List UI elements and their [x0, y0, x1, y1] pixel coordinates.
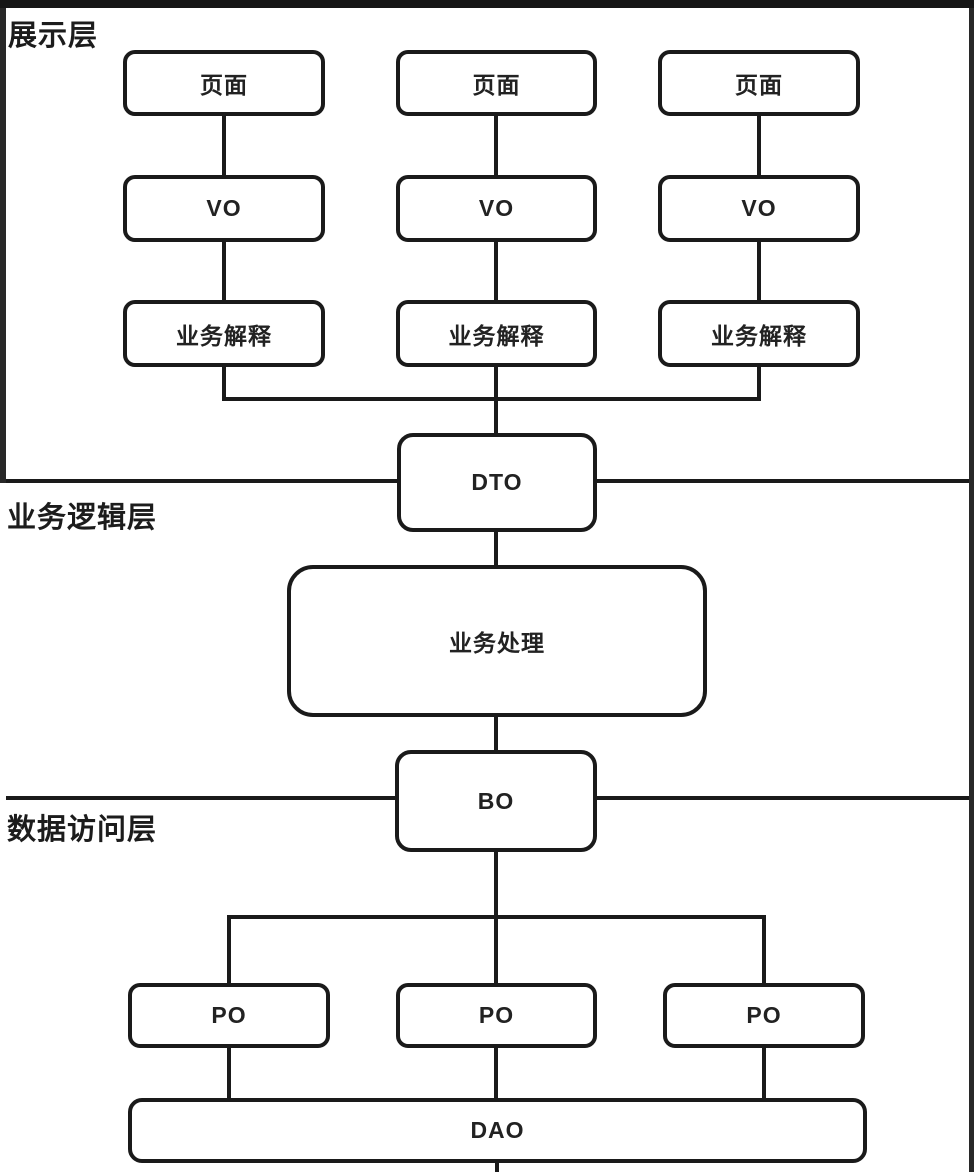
connector-po3-dao — [762, 1046, 766, 1100]
connector-vo1-interp1 — [222, 240, 226, 302]
connector-po2-dao — [494, 1046, 498, 1100]
bus-bo-to-po — [227, 915, 766, 919]
frame-right-edge — [969, 8, 974, 1172]
layer-label-data-access: 数据访问层 — [7, 814, 158, 846]
node-business-interpretation-3: 业务解释 — [658, 300, 860, 367]
connector-page2-vo2 — [494, 114, 498, 177]
frame-left-edge — [0, 8, 6, 483]
connector-processing-bo — [494, 715, 498, 752]
node-dao: DAO — [128, 1098, 867, 1163]
connector-interp3-bus — [757, 365, 761, 401]
node-po-3: PO — [663, 983, 865, 1048]
connector-page3-vo3 — [757, 114, 761, 177]
connector-dto-processing — [494, 530, 498, 567]
node-business-interpretation-2: 业务解释 — [396, 300, 597, 367]
node-business-interpretation-1: 业务解释 — [123, 300, 325, 367]
frame-top-edge — [0, 0, 974, 8]
layer-label-presentation: 展示层 — [8, 20, 99, 52]
layer-label-business-logic: 业务逻辑层 — [7, 502, 158, 534]
node-po-1: PO — [128, 983, 330, 1048]
connector-bus-po1 — [227, 915, 231, 985]
node-vo-1: VO — [123, 175, 325, 242]
node-page-1: 页面 — [123, 50, 325, 116]
connector-interp1-bus — [222, 365, 226, 401]
connector-page1-vo1 — [222, 114, 226, 177]
connector-bus-po3 — [762, 915, 766, 985]
node-bo: BO — [395, 750, 597, 852]
node-page-3: 页面 — [658, 50, 860, 116]
node-vo-2: VO — [396, 175, 597, 242]
node-po-2: PO — [396, 983, 597, 1048]
node-dto: DTO — [397, 433, 597, 532]
connector-po1-dao — [227, 1046, 231, 1100]
node-business-processing: 业务处理 — [287, 565, 707, 717]
connector-vo3-interp3 — [757, 240, 761, 302]
connector-vo2-interp2 — [494, 240, 498, 302]
node-page-2: 页面 — [396, 50, 597, 116]
node-vo-3: VO — [658, 175, 860, 242]
connector-dao-bottom-stub — [495, 1161, 499, 1172]
bus-interpretation-to-dto — [222, 397, 761, 401]
